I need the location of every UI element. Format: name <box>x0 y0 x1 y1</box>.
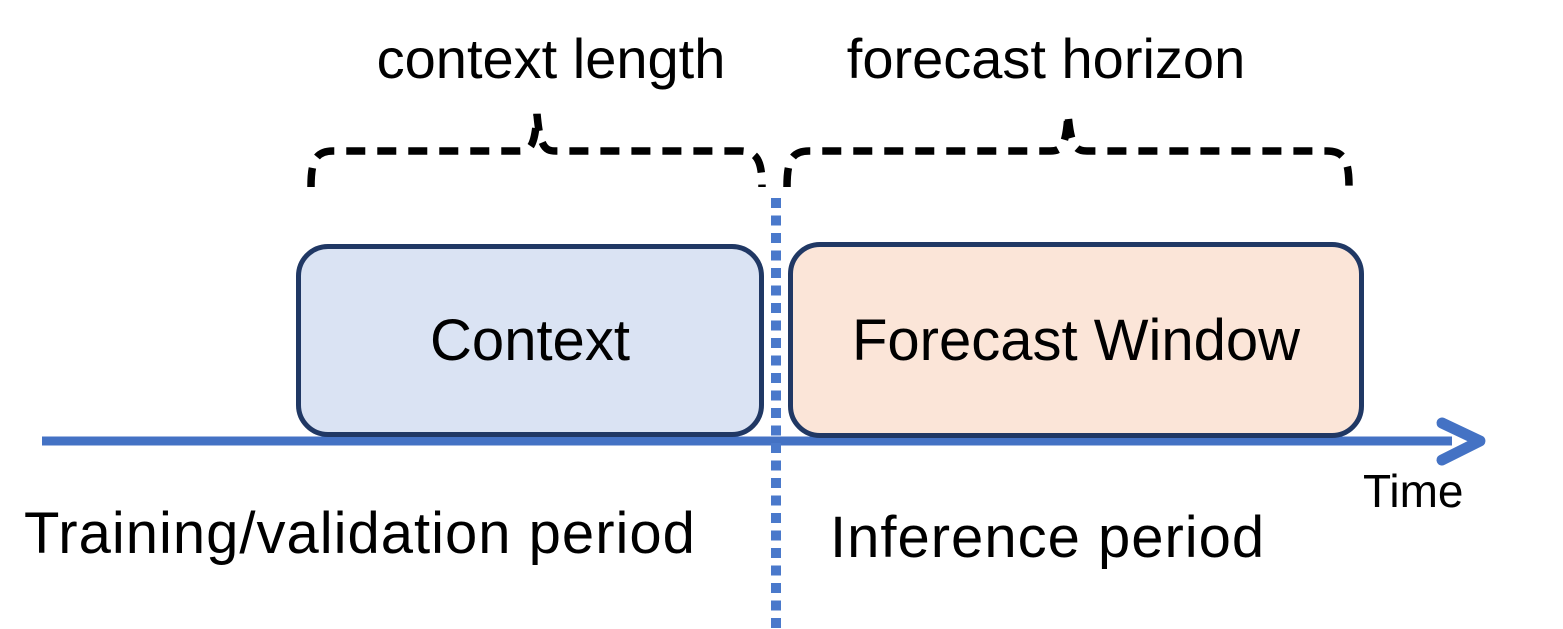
forecast-horizon-label: forecast horizon <box>846 27 1246 90</box>
time-arrowhead-icon <box>1436 417 1486 466</box>
context-box: Context <box>296 244 764 437</box>
forecast-window-box-label: Forecast Window <box>851 307 1301 373</box>
forecast-window-box: Forecast Window <box>788 242 1364 438</box>
context-length-label: context length <box>376 27 726 90</box>
inference-period-label: Inference period <box>830 505 1266 570</box>
context-length-brace <box>307 113 766 188</box>
forecast-horizon-brace <box>783 113 1353 188</box>
context-box-label: Context <box>430 308 630 373</box>
time-axis-label: Time <box>1363 465 1464 517</box>
training-validation-period-label: Training/validation period <box>24 501 696 566</box>
